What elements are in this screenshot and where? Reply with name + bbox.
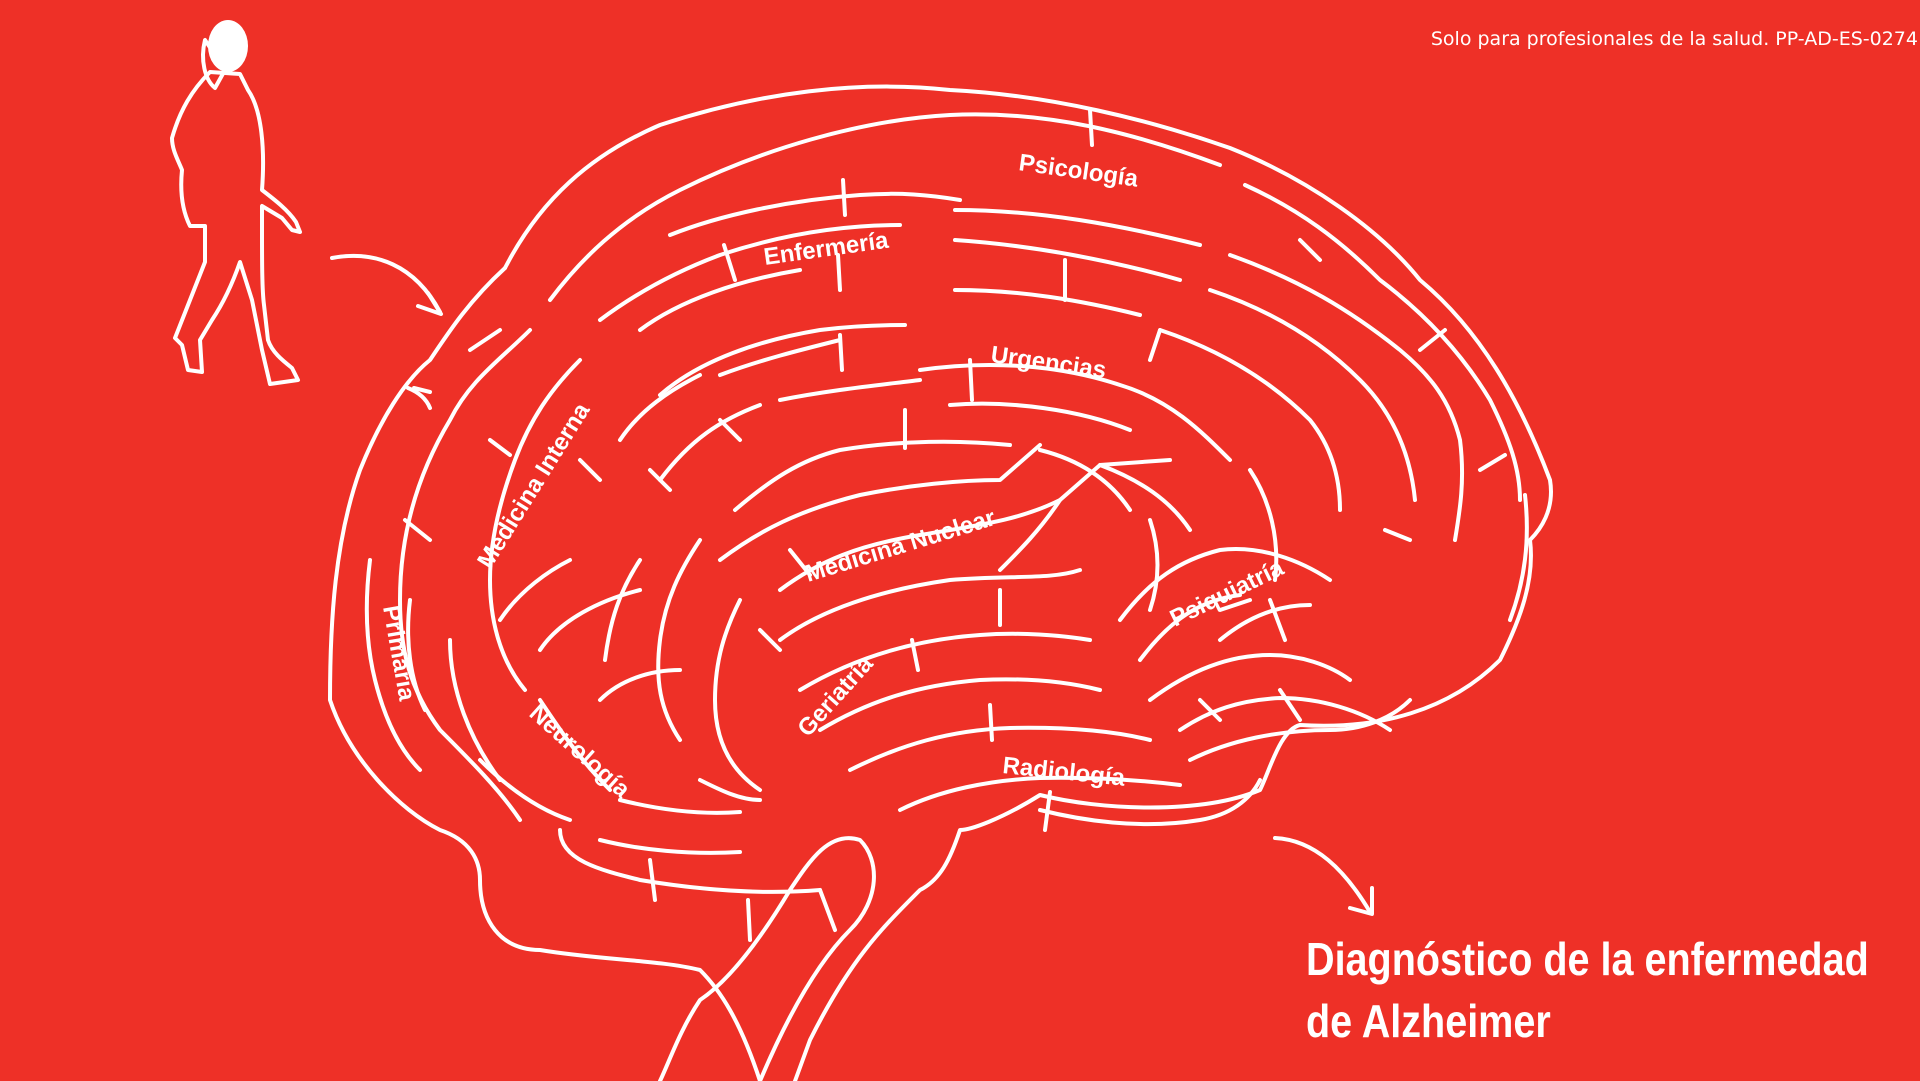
disclaimer-text: Solo para profesionales de la salud. PP-… bbox=[1430, 28, 1918, 50]
title-line-1: Diagnóstico de la enfermedad bbox=[1306, 933, 1869, 985]
label-radiologia: Radiología bbox=[1001, 752, 1126, 792]
label-primaria: Primaria bbox=[377, 603, 420, 703]
label-enfermeria: Enfermería bbox=[762, 227, 891, 271]
label-geriatria: Geriatría bbox=[792, 650, 879, 742]
entry-arrow-icon bbox=[330, 253, 443, 316]
maze-walls bbox=[328, 84, 1553, 1081]
walking-woman-icon bbox=[170, 20, 302, 386]
label-psiquiatria: Psiquiatría bbox=[1166, 554, 1289, 632]
label-psicologia: Psicología bbox=[1017, 149, 1140, 193]
poster-title: Diagnóstico de la enfermedad de Alzheime… bbox=[1306, 928, 1869, 1052]
label-medicina-interna: Medicina Interna bbox=[472, 398, 596, 573]
label-urgencias: Urgencias bbox=[989, 341, 1108, 384]
title-line-2: de Alzheimer bbox=[1306, 995, 1551, 1047]
entry-arrow-small-icon bbox=[406, 386, 432, 410]
exit-arrow-icon bbox=[1273, 836, 1374, 916]
label-neurologia: Neurología bbox=[524, 699, 636, 803]
label-medicina-nuclear: Medicina Nuclear bbox=[802, 504, 999, 588]
